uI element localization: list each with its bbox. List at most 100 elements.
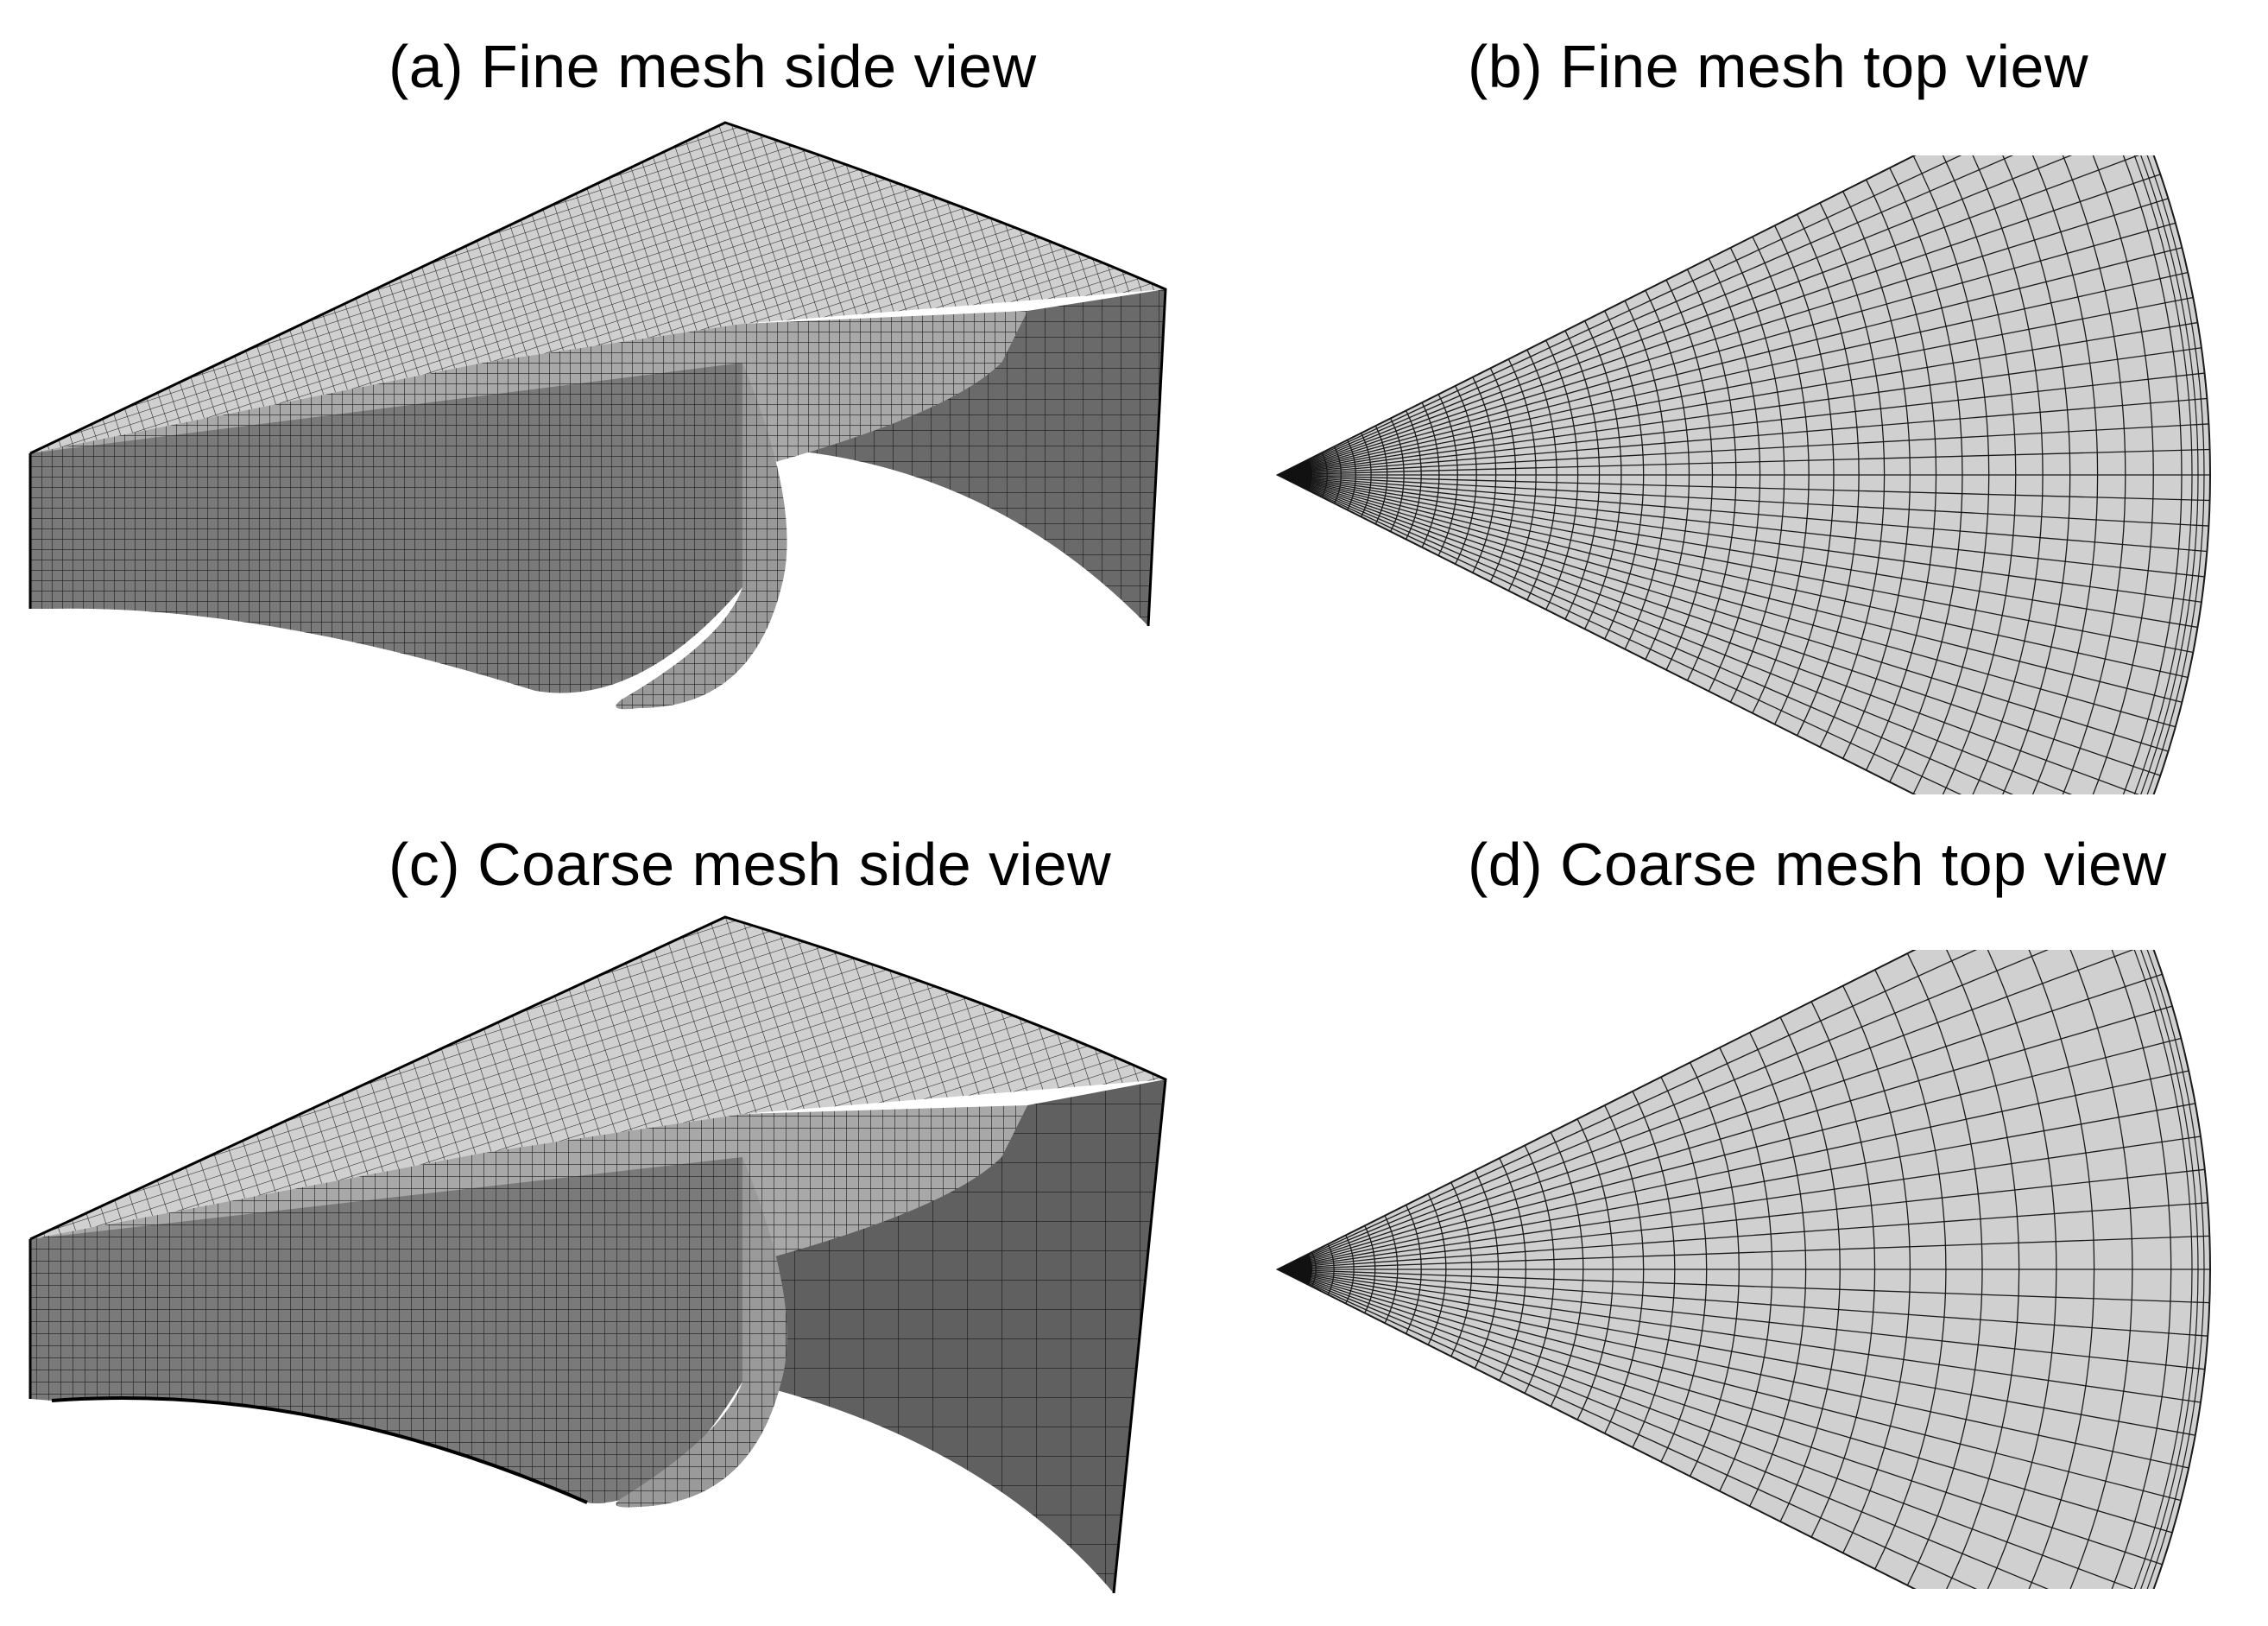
arc-mesh-line bbox=[2152, 155, 2211, 794]
arc-mesh-line bbox=[1545, 339, 1579, 611]
arc-mesh-line bbox=[1719, 1047, 1773, 1492]
arc-mesh-line bbox=[1361, 433, 1372, 517]
caption-coarse-side: (c) Coarse mesh side view bbox=[389, 831, 1112, 898]
radial-mesh-line bbox=[1277, 950, 1977, 1270]
caption-fine-side: (a) Fine mesh side view bbox=[389, 33, 1037, 100]
arc-mesh-line bbox=[2002, 155, 2071, 794]
radial-mesh-line bbox=[1277, 1269, 2189, 1469]
radial-mesh-line bbox=[1277, 222, 2176, 476]
arc-mesh-line bbox=[1972, 155, 2044, 794]
arc-mesh-line bbox=[1489, 368, 1517, 582]
radial-mesh-line bbox=[1277, 474, 2169, 752]
fine-top-mesh bbox=[1275, 155, 2211, 794]
arc-mesh-line bbox=[1912, 155, 1990, 794]
arc-mesh-line bbox=[1842, 191, 1911, 759]
radial-mesh-line bbox=[1277, 474, 2014, 794]
caption-coarse-top: (d) Coarse mesh top view bbox=[1468, 831, 2167, 898]
arc-mesh-line bbox=[1819, 202, 1886, 748]
fine-side-svg bbox=[28, 121, 1167, 710]
arc-mesh-line bbox=[1311, 1251, 1317, 1288]
arc-mesh-line bbox=[1624, 300, 1667, 650]
radial-mesh-line bbox=[1277, 1269, 2134, 1589]
arc-mesh-line bbox=[1405, 1205, 1422, 1334]
arc-mesh-line bbox=[1874, 969, 1947, 1570]
panel-coarse-top-view bbox=[1252, 950, 2268, 1589]
radial-mesh-line bbox=[1277, 474, 2073, 794]
radial-mesh-line bbox=[1277, 155, 2014, 476]
arc-mesh-line bbox=[1374, 425, 1388, 525]
radial-mesh-line bbox=[1277, 474, 2209, 527]
arc-mesh-line bbox=[1550, 1132, 1584, 1407]
radial-mesh-line bbox=[1277, 1070, 2189, 1270]
radial-mesh-line bbox=[1277, 423, 2209, 476]
arc-mesh-line bbox=[1906, 952, 1983, 1586]
radial-mesh-line bbox=[1277, 1269, 2208, 1337]
radial-mesh-line bbox=[1277, 271, 2189, 476]
arc-mesh-line bbox=[1564, 330, 1601, 620]
radial-mesh-line bbox=[1277, 247, 2183, 476]
arc-mesh-line bbox=[1347, 440, 1356, 510]
arc-mesh-line bbox=[1749, 1032, 1807, 1507]
arc-mesh-line bbox=[1576, 1118, 1614, 1420]
arc-mesh-line bbox=[1604, 310, 1645, 640]
radial-mesh-line bbox=[1277, 174, 2161, 476]
arc-mesh-line bbox=[1421, 402, 1440, 548]
radial-mesh-line bbox=[1277, 474, 2202, 603]
arc-mesh-line bbox=[2092, 155, 2154, 794]
panel-fine-top-view bbox=[1252, 155, 2268, 794]
arc-mesh-line bbox=[1689, 1062, 1740, 1477]
radial-mesh-line bbox=[1277, 950, 2050, 1270]
arc-mesh-line bbox=[1327, 1243, 1335, 1295]
arc-mesh-line bbox=[1390, 418, 1405, 532]
radial-mesh-line bbox=[1277, 1037, 2182, 1270]
arc-mesh-line bbox=[2111, 950, 2172, 1589]
arc-mesh-line bbox=[1774, 225, 1835, 725]
radial-mesh-line bbox=[1277, 372, 2205, 476]
radial-mesh-line bbox=[1277, 1235, 2210, 1270]
arc-mesh-line bbox=[1729, 247, 1785, 703]
arc-mesh-line bbox=[1660, 1076, 1708, 1463]
radial-mesh-line bbox=[1277, 448, 2210, 476]
arc-mesh-line bbox=[1645, 290, 1690, 660]
arc-mesh-line bbox=[1604, 1104, 1645, 1434]
radial-mesh-line bbox=[1277, 198, 2169, 476]
rim-mesh-line bbox=[2133, 155, 2193, 794]
arc-mesh-line bbox=[1364, 1225, 1376, 1313]
arc-mesh-line bbox=[2152, 950, 2211, 1589]
arc-mesh-line bbox=[1499, 1157, 1526, 1382]
arc-mesh-line bbox=[1779, 1016, 1841, 1522]
radial-mesh-line bbox=[1277, 296, 2194, 476]
radial-mesh-line bbox=[1277, 1269, 2163, 1566]
rim-mesh-line bbox=[2140, 155, 2199, 794]
apex-tip bbox=[1278, 1254, 1312, 1285]
coarse-top-mesh bbox=[1275, 950, 2211, 1589]
radial-mesh-line bbox=[1277, 397, 2208, 476]
fine-top-svg bbox=[1275, 155, 2211, 794]
arc-mesh-line bbox=[1524, 1145, 1555, 1394]
arc-mesh-line bbox=[1842, 985, 1911, 1553]
arc-mesh-line bbox=[1474, 1170, 1500, 1369]
radial-mesh-line bbox=[1277, 950, 2134, 1270]
radial-mesh-line bbox=[1277, 474, 2194, 654]
radial-mesh-line bbox=[1277, 155, 2140, 476]
radial-mesh-line bbox=[1277, 474, 2176, 728]
radial-mesh-line bbox=[1277, 1269, 2205, 1370]
caption-fine-top: (b) Fine mesh top view bbox=[1468, 33, 2089, 100]
radial-mesh-line bbox=[1277, 1269, 1977, 1589]
radial-mesh-line bbox=[1277, 155, 2073, 476]
arc-mesh-line bbox=[1427, 1193, 1447, 1345]
panel-coarse-side-view bbox=[0, 898, 1191, 1606]
radial-mesh-line bbox=[1277, 1269, 2202, 1403]
arc-mesh-line bbox=[1686, 269, 1737, 681]
rim-mesh-line bbox=[2140, 950, 2199, 1589]
radial-mesh-line bbox=[1277, 155, 1962, 476]
radial-mesh-line bbox=[1277, 1103, 2195, 1270]
arc-mesh-line bbox=[1752, 236, 1810, 714]
radial-mesh-line bbox=[1277, 1136, 2202, 1270]
panel-fine-side-view bbox=[0, 104, 1191, 725]
arc-mesh-line bbox=[1987, 950, 2057, 1589]
radial-mesh-line bbox=[1277, 321, 2198, 476]
arc-mesh-line bbox=[1632, 1091, 1676, 1448]
radial-mesh-line bbox=[1277, 1269, 2195, 1436]
